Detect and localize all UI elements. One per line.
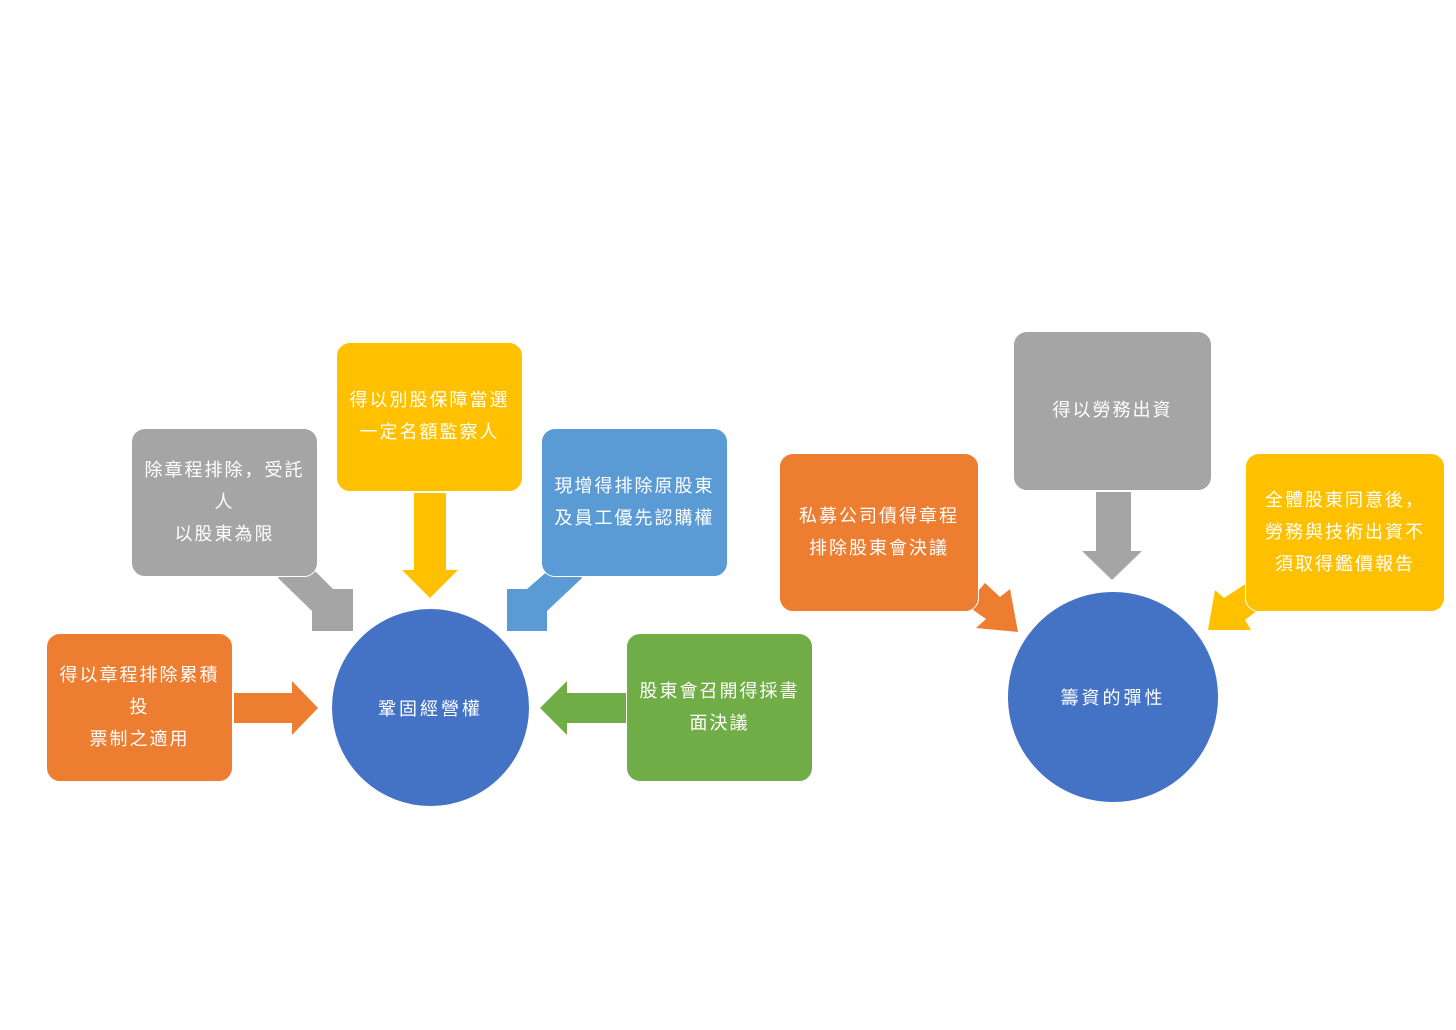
- arrow-labor-contribution: [1082, 492, 1142, 580]
- circle-financing-flexibility: 籌資的彈性: [1007, 591, 1219, 803]
- box-written-resolution-label: 股東會召開得採書 面決議: [639, 680, 800, 734]
- box-no-appraisal: 全體股東同意後， 勞務與技術出資不 須取得鑑價報告: [1245, 453, 1445, 612]
- box-cumulative-voting: 得以章程排除累積投 票制之適用: [46, 633, 233, 782]
- circle-financing-flexibility-label: 籌資的彈性: [1060, 688, 1166, 709]
- circle-consolidate-control: 鞏固經營權: [331, 608, 530, 807]
- box-special-shares: 得以別股保障當選 一定名額監察人: [336, 342, 523, 492]
- box-proxy-limit: 除章程排除，受託人 以股東為限: [131, 428, 318, 577]
- box-private-bonds-label: 私募公司債得章程 排除股東會決議: [799, 505, 959, 559]
- box-special-shares-label: 得以別股保障當選 一定名額監察人: [349, 390, 510, 443]
- box-preemptive-rights-label: 現增得排除原股東 及員工優先認購權: [554, 475, 715, 529]
- box-private-bonds: 私募公司債得章程 排除股東會決議: [779, 453, 979, 612]
- arrow-special-shares: [402, 493, 458, 598]
- arrow-private-bonds: [966, 583, 1018, 632]
- box-labor-contribution-label: 得以勞務出資: [1052, 400, 1173, 421]
- box-labor-contribution: 得以勞務出資: [1013, 331, 1212, 491]
- box-no-appraisal-label: 全體股東同意後， 勞務與技術出資不 須取得鑑價報告: [1265, 489, 1425, 575]
- box-cumulative-voting-label: 得以章程排除累積投 票制之適用: [59, 664, 220, 750]
- arrow-cumulative-voting: [234, 681, 318, 735]
- box-preemptive-rights: 現增得排除原股東 及員工優先認購權: [541, 428, 728, 577]
- arrow-written-resolution: [540, 681, 626, 735]
- box-written-resolution: 股東會召開得採書 面決議: [626, 633, 813, 782]
- box-proxy-limit-label: 除章程排除，受託人 以股東為限: [144, 459, 305, 545]
- circle-consolidate-control-label: 鞏固經營權: [378, 698, 483, 720]
